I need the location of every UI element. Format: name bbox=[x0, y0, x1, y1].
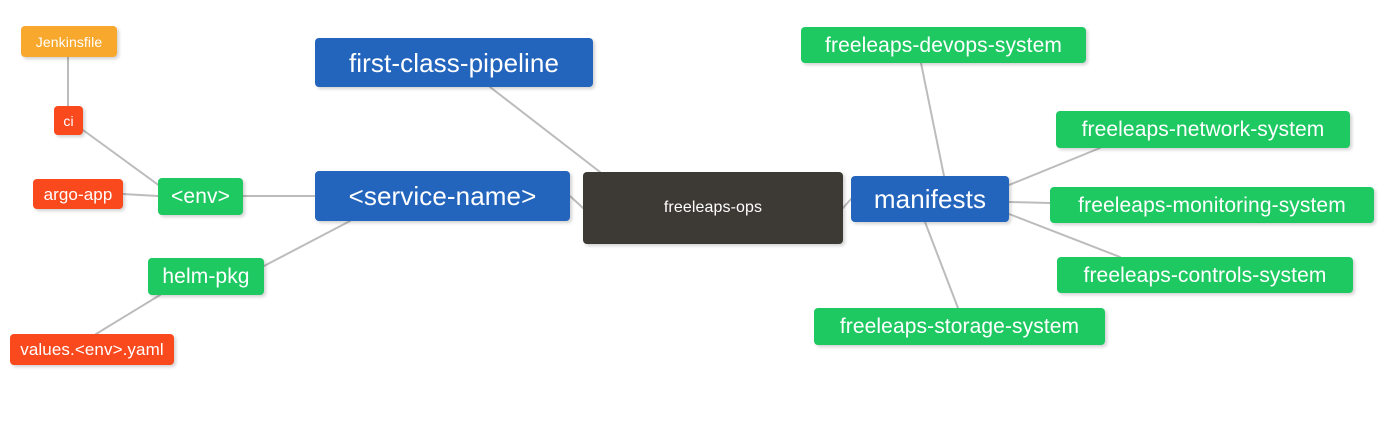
node-first-class-pipeline[interactable]: first-class-pipeline bbox=[315, 38, 593, 87]
node-network-system[interactable]: freeleaps-network-system bbox=[1056, 111, 1350, 148]
node-manifests[interactable]: manifests bbox=[851, 176, 1009, 222]
node-argo-app[interactable]: argo-app bbox=[33, 179, 123, 209]
edge-manifests-to-monitoring-system bbox=[1008, 201, 1051, 204]
node-storage-system[interactable]: freeleaps-storage-system bbox=[814, 308, 1105, 345]
node-jenkinsfile[interactable]: Jenkinsfile bbox=[21, 26, 117, 57]
edge-helm-pkg-to-values-yaml bbox=[95, 294, 161, 335]
edge-root-to-manifests bbox=[842, 198, 852, 209]
edge-manifests-to-network-system bbox=[1008, 147, 1101, 186]
edge-root-to-first-class-pipeline bbox=[489, 86, 601, 173]
edge-root-to-service-name bbox=[569, 195, 584, 209]
node-helm-pkg[interactable]: helm-pkg bbox=[148, 258, 264, 295]
node-monitoring-system[interactable]: freeleaps-monitoring-system bbox=[1050, 187, 1374, 223]
node-root[interactable]: freeleaps-ops bbox=[583, 172, 843, 244]
edge-env-to-argo-app bbox=[122, 193, 159, 197]
edge-manifests-to-storage-system bbox=[924, 221, 959, 309]
edge-service-name-to-helm-pkg bbox=[263, 220, 351, 267]
edge-manifests-to-devops-system bbox=[920, 62, 945, 177]
node-values-yaml[interactable]: values.<env>.yaml bbox=[10, 334, 174, 365]
node-env[interactable]: <env> bbox=[158, 178, 243, 215]
node-service-name[interactable]: <service-name> bbox=[315, 171, 570, 221]
node-controls-system[interactable]: freeleaps-controls-system bbox=[1057, 257, 1353, 293]
node-devops-system[interactable]: freeleaps-devops-system bbox=[801, 27, 1086, 63]
node-ci[interactable]: ci bbox=[54, 106, 83, 135]
